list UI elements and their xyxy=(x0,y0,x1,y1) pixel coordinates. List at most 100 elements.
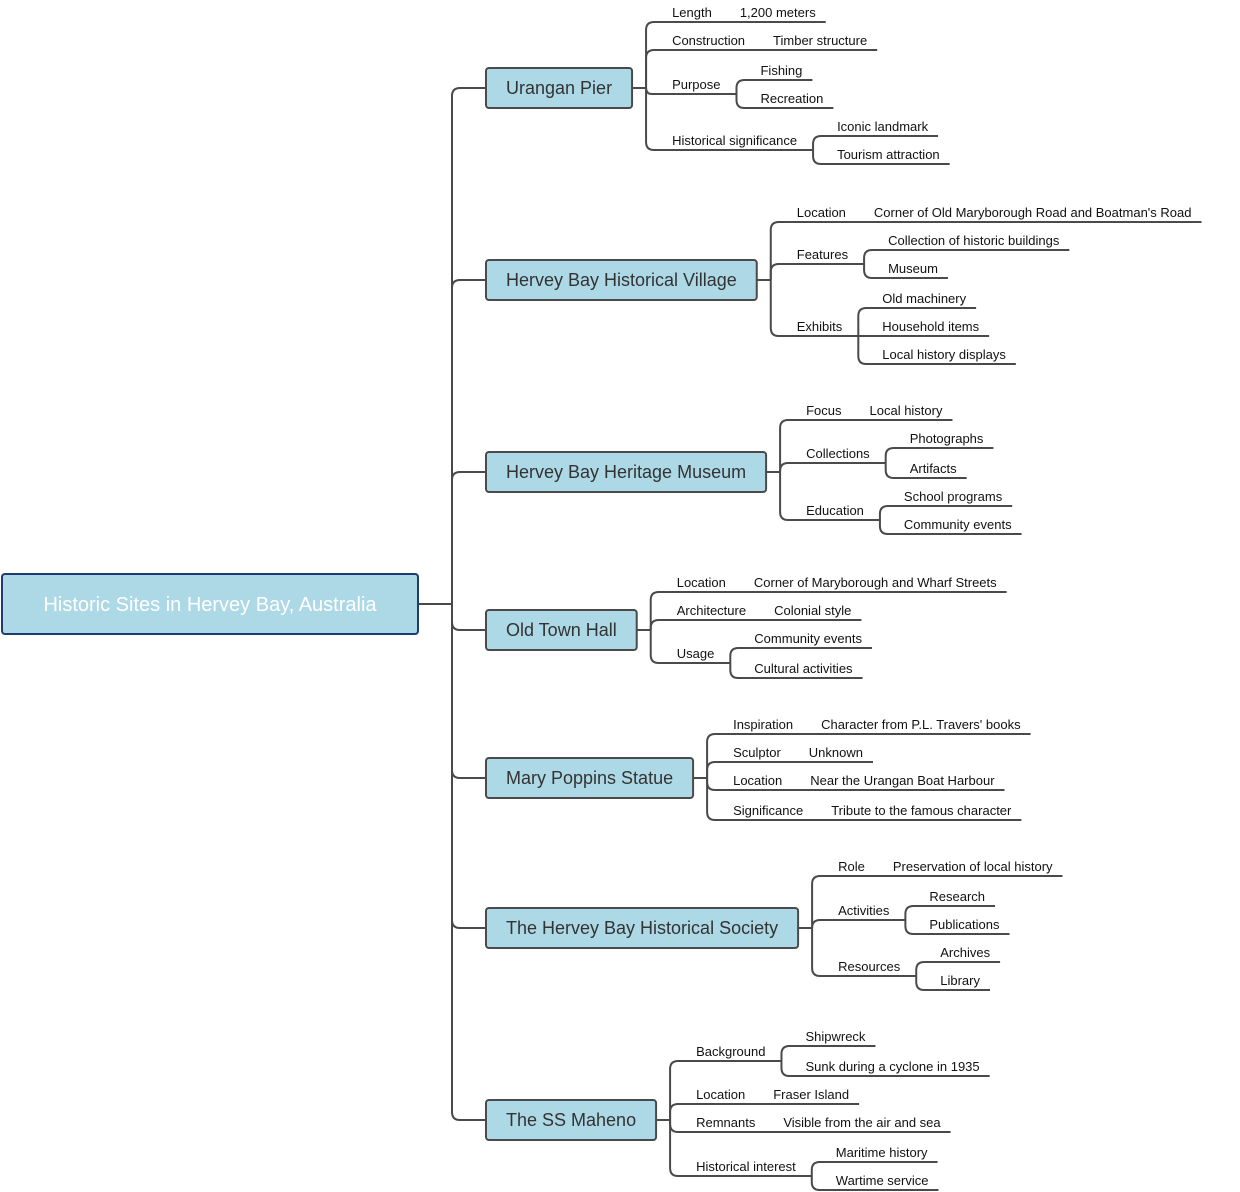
subtopic-node[interactable]: Activities xyxy=(838,903,890,918)
subtopic-node[interactable]: Location xyxy=(733,773,782,788)
leaf-label: Tourism attraction xyxy=(837,147,940,162)
leaf-label: Community events xyxy=(904,517,1012,532)
subtopic-node[interactable]: Location xyxy=(677,575,726,590)
leaf-node[interactable]: Corner of Maryborough and Wharf Streets xyxy=(754,575,997,590)
leaf-label: Recreation xyxy=(760,91,823,106)
topic-node[interactable]: Hervey Bay Historical Village xyxy=(485,259,758,301)
topic-node-box xyxy=(485,757,695,799)
connector xyxy=(811,875,1063,928)
subtopic-node[interactable]: Usage xyxy=(677,646,715,661)
leaf-node[interactable]: Collection of historic buildings xyxy=(888,233,1060,248)
connector xyxy=(645,49,878,88)
subtopic-node[interactable]: Focus xyxy=(806,403,842,418)
topic-node-label: Urangan Pier xyxy=(506,78,612,98)
subtopic-node[interactable]: Education xyxy=(806,503,864,518)
leaf-label: Corner of Old Maryborough Road and Boatm… xyxy=(874,205,1192,220)
leaf-node[interactable]: Fraser Island xyxy=(773,1087,849,1102)
leaf-node[interactable]: Household items xyxy=(882,319,979,334)
leaf-node[interactable]: Tourism attraction xyxy=(837,147,940,162)
leaf-label: Cultural activities xyxy=(754,661,853,676)
root-node[interactable]: Historic Sites in Hervey Bay, Australia xyxy=(1,573,419,635)
connector xyxy=(451,87,486,604)
leaf-node[interactable]: Unknown xyxy=(809,745,863,760)
subtopic-label: Architecture xyxy=(677,603,746,618)
topic-node[interactable]: Old Town Hall xyxy=(485,609,638,651)
subtopic-node[interactable]: Historical significance xyxy=(672,133,797,148)
subtopic-node[interactable]: Features xyxy=(797,247,849,262)
subtopic-node[interactable]: Resources xyxy=(838,959,901,974)
leaf-node[interactable]: Artifacts xyxy=(910,461,957,476)
leaf-node[interactable]: Near the Urangan Boat Harbour xyxy=(810,773,995,788)
leaf-label: Wartime service xyxy=(836,1173,929,1188)
leaf-node[interactable]: Preservation of local history xyxy=(893,859,1053,874)
leaf-node[interactable]: Timber structure xyxy=(773,33,867,48)
subtopic-node[interactable]: Length xyxy=(672,5,712,20)
subtopic-node[interactable]: Collections xyxy=(806,446,870,461)
subtopic-node[interactable]: Role xyxy=(838,859,865,874)
leaf-node[interactable]: Shipwreck xyxy=(805,1029,865,1044)
leaf-label: Publications xyxy=(929,917,1000,932)
leaf-node[interactable]: Tribute to the famous character xyxy=(831,803,1012,818)
subtopic-label: Focus xyxy=(806,403,842,418)
subtopic-node[interactable]: Historical interest xyxy=(696,1159,796,1174)
subtopic-label: Purpose xyxy=(672,77,720,92)
subtopic-node[interactable]: Purpose xyxy=(672,77,720,92)
leaf-node[interactable]: Local history displays xyxy=(882,347,1006,362)
leaf-node[interactable]: Old machinery xyxy=(882,291,966,306)
leaf-node[interactable]: School programs xyxy=(904,489,1003,504)
subtopic-node[interactable]: Remnants xyxy=(696,1115,756,1130)
connector xyxy=(706,778,1022,821)
leaf-node[interactable]: Recreation xyxy=(760,91,823,106)
topic-node[interactable]: Mary Poppins Statue xyxy=(485,757,695,799)
connector xyxy=(878,520,1022,535)
leaf-label: Fraser Island xyxy=(773,1087,849,1102)
subtopic-label: Activities xyxy=(838,903,890,918)
connector xyxy=(735,79,813,94)
leaf-node[interactable]: Visible from the air and sea xyxy=(783,1115,941,1130)
leaf-node[interactable]: Cultural activities xyxy=(754,661,853,676)
connector xyxy=(863,249,1070,264)
leaf-node[interactable]: Community events xyxy=(904,517,1012,532)
subtopic-node[interactable]: Significance xyxy=(733,803,803,818)
leaf-node[interactable]: Research xyxy=(929,889,985,904)
leaf-node[interactable]: Publications xyxy=(929,917,1000,932)
leaf-node[interactable]: Archives xyxy=(940,945,990,960)
leaf-node[interactable]: Iconic landmark xyxy=(837,119,929,134)
leaf-node[interactable]: Community events xyxy=(754,631,862,646)
topic-node[interactable]: The SS Maheno xyxy=(485,1099,658,1141)
subtopic-node[interactable]: Construction xyxy=(672,33,745,48)
connector xyxy=(904,905,996,920)
leaf-node[interactable]: Colonial style xyxy=(774,603,851,618)
subtopic-node[interactable]: Location xyxy=(797,205,846,220)
leaf-label: Maritime history xyxy=(836,1145,928,1160)
leaf-node[interactable]: Wartime service xyxy=(836,1173,929,1188)
leaf-node[interactable]: Character from P.L. Travers' books xyxy=(821,717,1021,732)
connector xyxy=(884,447,994,463)
subtopic-label: Sculptor xyxy=(733,745,781,760)
subtopic-node[interactable]: Inspiration xyxy=(733,717,793,732)
subtopic-node[interactable]: Background xyxy=(696,1044,765,1059)
leaf-label: Museum xyxy=(888,261,938,276)
leaf-node[interactable]: Corner of Old Maryborough Road and Boatm… xyxy=(874,205,1192,220)
leaf-label: Shipwreck xyxy=(805,1029,865,1044)
subtopic-node[interactable]: Sculptor xyxy=(733,745,781,760)
leaf-node[interactable]: Library xyxy=(940,973,980,988)
topic-node[interactable]: The Hervey Bay Historical Society xyxy=(485,907,800,949)
leaf-node[interactable]: Local history xyxy=(870,403,943,418)
leaf-node[interactable]: Sunk during a cyclone in 1935 xyxy=(805,1059,979,1074)
connector xyxy=(915,961,1001,976)
connector xyxy=(645,88,814,151)
leaf-node[interactable]: 1,200 meters xyxy=(740,5,816,20)
topic-node[interactable]: Hervey Bay Heritage Museum xyxy=(485,451,768,493)
leaf-node[interactable]: Museum xyxy=(888,261,938,276)
subtopic-label: Role xyxy=(838,859,865,874)
leaf-node[interactable]: Photographs xyxy=(910,431,984,446)
connector xyxy=(812,135,939,150)
subtopic-node[interactable]: Location xyxy=(696,1087,745,1102)
subtopic-node[interactable]: Architecture xyxy=(677,603,746,618)
leaf-node[interactable]: Fishing xyxy=(760,63,802,78)
leaf-node[interactable]: Maritime history xyxy=(836,1145,928,1160)
subtopic-node[interactable]: Exhibits xyxy=(797,319,843,334)
topic-node[interactable]: Urangan Pier xyxy=(485,67,634,109)
subtopic-label: Location xyxy=(733,773,782,788)
